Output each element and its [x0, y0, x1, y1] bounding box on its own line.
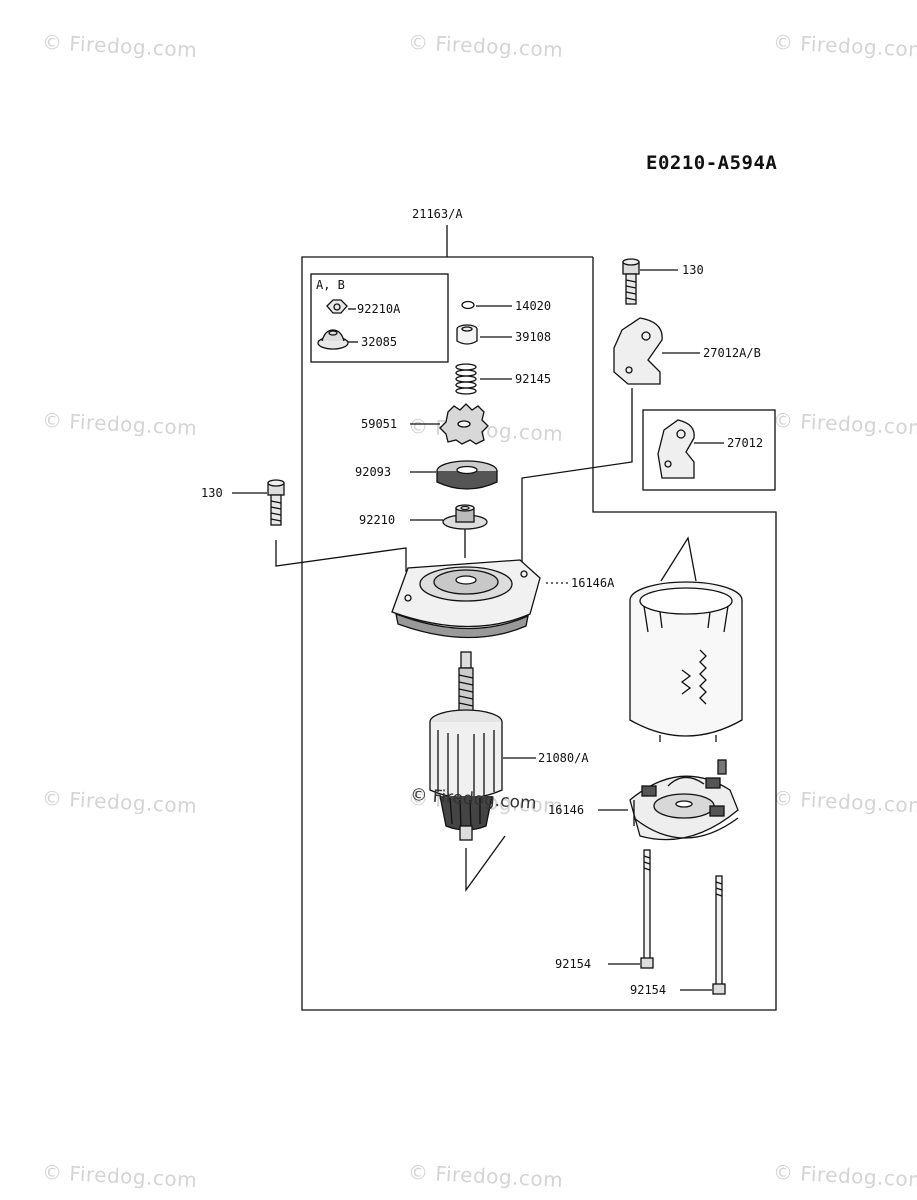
rear-cover-16146-part [629, 759, 739, 841]
cap-32085-part [317, 329, 349, 350]
kit-ab-label: A, B [316, 278, 345, 292]
diagram-code: E0210-A594A [646, 152, 778, 174]
nut-92210a-label: 92210A [357, 302, 401, 316]
bracket-box [642, 409, 776, 491]
bolt-130-left-label: 130 [201, 486, 223, 500]
kit-main-label: 21163/A [412, 207, 463, 221]
bolt-130-right-part [622, 258, 640, 305]
front-cover-16146a-label: 16146A [571, 576, 615, 590]
through-bolt-92154-right-label: 92154 [630, 983, 666, 997]
spring-92145-label: 92145 [515, 372, 551, 386]
rear-cover-16146-label: 16146 [548, 803, 584, 817]
ring-14020-label: 14020 [515, 299, 551, 313]
washer-92093-part [436, 460, 498, 490]
flange-nut-92210-part [442, 504, 488, 530]
spring-92145-part [455, 363, 477, 395]
pinion-59051-part [439, 403, 489, 445]
armature-21080a-part [429, 651, 503, 841]
collar-39108-label: 39108 [515, 330, 551, 344]
kit-ab-box [310, 273, 449, 363]
cap-32085-label: 32085 [361, 335, 397, 349]
bracket-27012ab-label: 27012A/B [703, 346, 761, 360]
washer-92093-label: 92093 [355, 465, 391, 479]
ring-14020-part [461, 300, 475, 310]
bracket-27012-part [657, 419, 695, 479]
bracket-27012-label: 27012 [727, 436, 763, 450]
bracket-27012ab-part [613, 317, 663, 385]
bolt-130-right-label: 130 [682, 263, 704, 277]
armature-21080a-label: 21080/A [538, 751, 589, 765]
flange-nut-92210-label: 92210 [359, 513, 395, 527]
pinion-59051-label: 59051 [361, 417, 397, 431]
yoke-housing-part [629, 581, 743, 742]
bolt-130-left-part [267, 479, 285, 526]
kit-boundary [301, 256, 777, 1011]
through-bolt-92154-left-part [640, 849, 654, 969]
through-bolt-92154-left-label: 92154 [555, 957, 591, 971]
collar-39108-part [456, 324, 478, 345]
nut-92210a-part [326, 299, 348, 314]
through-bolt-92154-right-part [712, 875, 726, 995]
front-cover-16146a-part [391, 559, 541, 639]
